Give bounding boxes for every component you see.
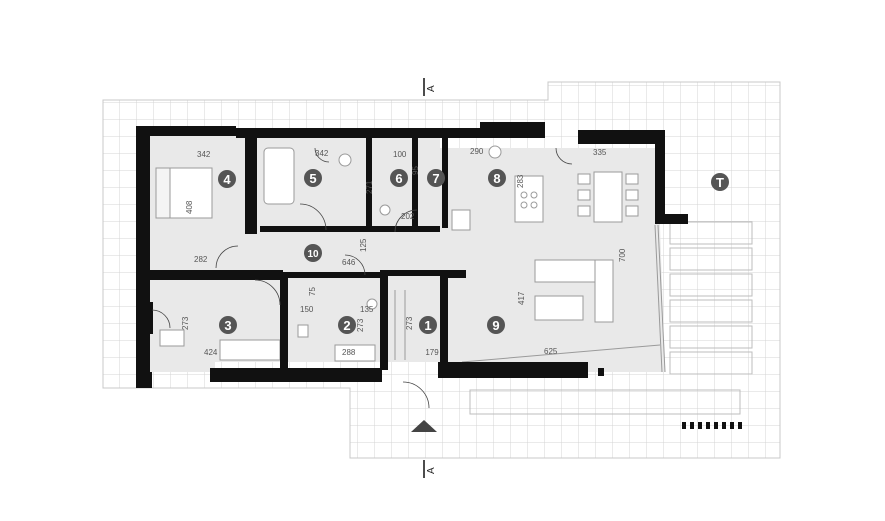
dimension-labels: 179 273 135 273 288 75 150 273 424 342 4… [181, 147, 627, 357]
dim-room9-b: 700 [618, 248, 627, 262]
dim-room10-b: 125 [359, 238, 368, 252]
svg-text:9: 9 [492, 318, 499, 333]
interior-floor [148, 130, 665, 372]
svg-text:2: 2 [343, 318, 350, 333]
room-marker-3: 3 [219, 316, 237, 334]
room-marker-9: 9 [487, 316, 505, 334]
svg-text:T: T [716, 175, 724, 190]
section-label-top: A [426, 85, 437, 92]
dim-room7: 95 [411, 166, 420, 175]
room-marker-2: 2 [338, 316, 356, 334]
room-marker-1: 1 [419, 316, 437, 334]
dim-room4-width: 342 [197, 150, 211, 159]
dim-room8-a: 290 [470, 147, 484, 156]
dim-room2-c: 288 [342, 348, 356, 357]
dim-room4-bottom: 282 [194, 255, 208, 264]
svg-text:1: 1 [424, 318, 431, 333]
dim-room9-a: 417 [517, 291, 526, 305]
dim-room8-c: 283 [516, 174, 525, 188]
dim-room5-width: 342 [315, 149, 329, 158]
svg-text:10: 10 [307, 249, 319, 260]
dim-room2-e: 150 [300, 305, 314, 314]
room-marker-7: 7 [427, 169, 445, 187]
dim-room8-b: 335 [593, 148, 607, 157]
room-marker-T: T [711, 173, 729, 191]
svg-text:4: 4 [223, 172, 231, 187]
dim-room1-depth: 273 [405, 316, 414, 330]
svg-text:8: 8 [493, 171, 500, 186]
section-mark-bottom: A [423, 460, 437, 478]
dim-room3-depth: 273 [181, 316, 190, 330]
dim-room3-width: 424 [204, 348, 218, 357]
dim-room2-b: 273 [356, 318, 365, 332]
svg-text:5: 5 [309, 171, 316, 186]
room-marker-10: 10 [304, 244, 322, 262]
dim-room6-a: 100 [393, 150, 407, 159]
room-marker-5: 5 [304, 169, 322, 187]
svg-text:3: 3 [224, 318, 231, 333]
room-marker-8: 8 [488, 169, 506, 187]
room-marker-4: 4 [218, 170, 236, 188]
dim-room9-c: 625 [544, 347, 558, 356]
furniture [155, 145, 639, 362]
room-marker-6: 6 [390, 169, 408, 187]
door-swings [151, 147, 573, 409]
dim-room1-width: 179 [425, 348, 439, 357]
dim-room10-a: 646 [342, 258, 356, 267]
dim-room4-depth: 408 [185, 200, 194, 214]
drain-grate [682, 422, 742, 429]
section-mark-top: A [423, 78, 437, 96]
walls [136, 122, 688, 388]
dim-room2-a: 135 [360, 305, 374, 314]
dim-room2-d: 75 [308, 287, 317, 296]
svg-text:6: 6 [395, 171, 402, 186]
dim-room6-b: 271 [365, 180, 374, 194]
entrance-arrow [411, 420, 437, 432]
dim-room6-c: 202 [401, 212, 415, 221]
svg-text:7: 7 [432, 171, 439, 186]
section-label-bottom: A [426, 467, 437, 474]
